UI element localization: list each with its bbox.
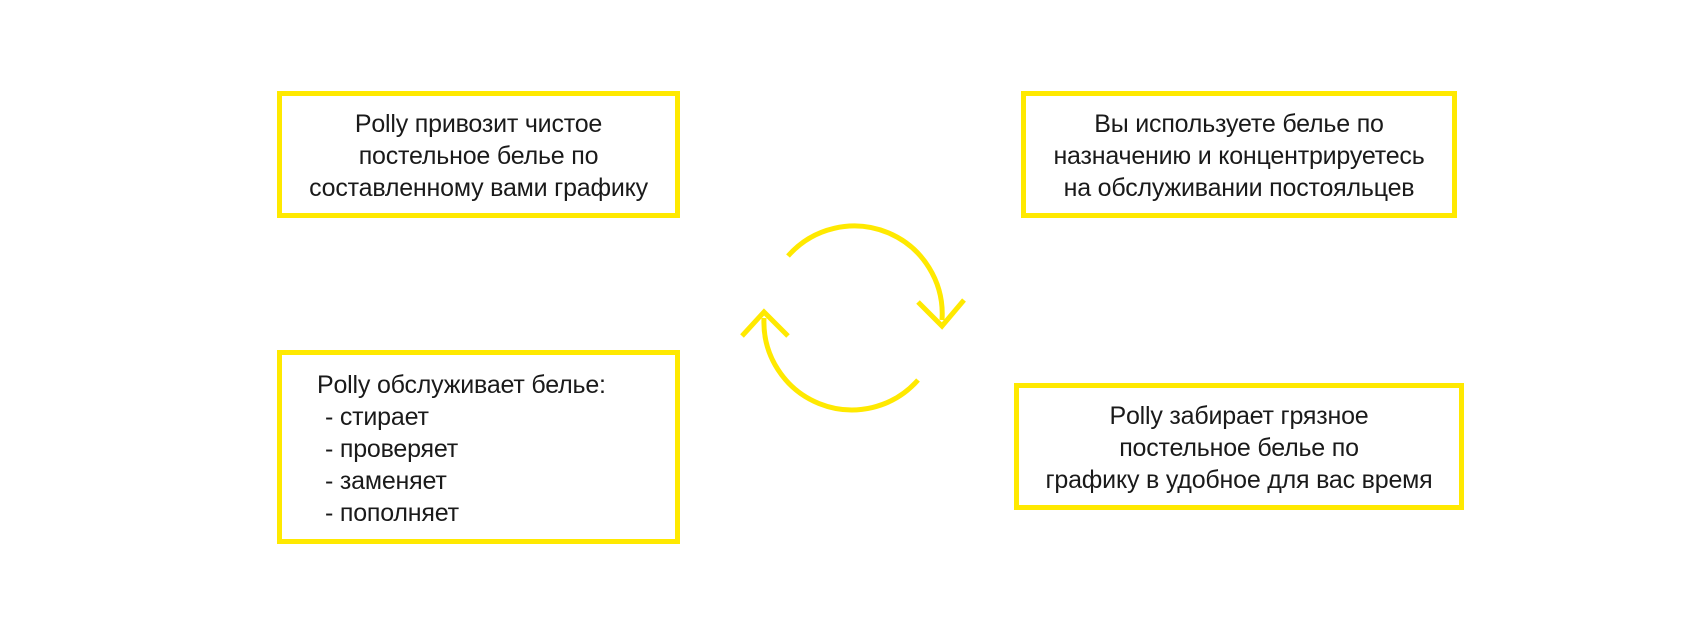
step-deliver-line-3: составленному вами графику — [309, 174, 648, 202]
step-service-heading: Polly обслуживает белье: — [317, 371, 606, 399]
step-use-line-3: на обслуживании постояльцев — [1063, 174, 1415, 202]
step-pickup-box: Polly забирает грязное постельное белье … — [1014, 383, 1464, 510]
cycle-arrow-top — [786, 223, 945, 321]
step-use-line-2: назначению и концентрируетесь — [1053, 142, 1425, 170]
step-service-item-check: - проверяет — [325, 435, 459, 463]
step-deliver-line-1: Polly привозит чистое — [354, 110, 603, 138]
step-pickup-line-3: графику в удобное для вас время — [1045, 466, 1433, 494]
cycle-arrowhead-right — [916, 298, 966, 330]
step-service-item-replenish: - пополняет — [325, 499, 459, 527]
step-service-item-replace: - заменяет — [325, 467, 447, 495]
step-service-item-wash: - стирает — [325, 403, 429, 431]
step-deliver-line-2: постельное белье по — [358, 142, 599, 170]
step-use-box: Вы используете белье по назначению и кон… — [1021, 91, 1457, 218]
step-deliver-box: Polly привозит чистое постельное белье п… — [277, 91, 680, 218]
cycle-arrow-bottom — [761, 317, 920, 413]
step-service-box: Polly обслуживает белье: - стирает - про… — [277, 350, 680, 544]
step-pickup-line-1: Polly забирает грязное — [1109, 402, 1369, 430]
step-pickup-line-2: постельное белье по — [1119, 434, 1359, 462]
step-use-line-1: Вы используете белье по — [1094, 110, 1384, 138]
cycle-arrowhead-left — [740, 308, 790, 338]
